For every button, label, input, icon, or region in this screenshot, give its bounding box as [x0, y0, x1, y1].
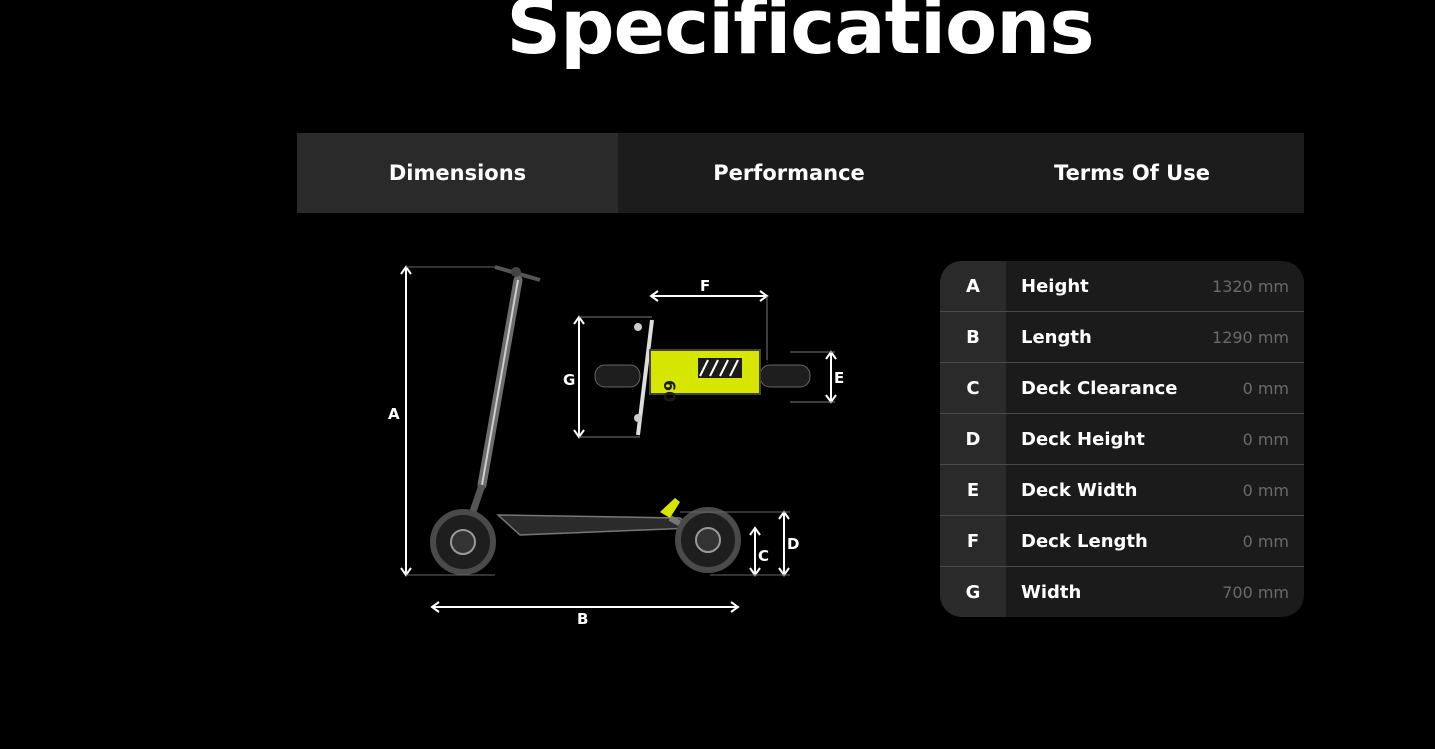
- spec-letter: A: [940, 261, 1006, 311]
- scooter-side-view: [430, 265, 741, 575]
- spec-letter: B: [940, 312, 1006, 362]
- dimension-label-e: E: [834, 369, 844, 387]
- tab-terms-of-use[interactable]: Terms Of Use: [1054, 161, 1210, 185]
- spec-table: A Height 1320 mm B Length 1290 mm C Deck…: [940, 261, 1304, 617]
- spec-value: 1320 mm: [1212, 276, 1289, 296]
- spec-name: Height: [1021, 275, 1089, 297]
- dimension-label-d: D: [787, 535, 799, 553]
- spec-letter: D: [940, 414, 1006, 464]
- spec-value: 700 mm: [1222, 582, 1289, 602]
- tab-dimensions[interactable]: Dimensions: [297, 133, 618, 213]
- spec-letter: E: [940, 465, 1006, 515]
- spec-row-deck-clearance: C Deck Clearance 0 mm: [940, 363, 1304, 414]
- deck-number: 60: [660, 380, 679, 402]
- dimension-label-g: G: [563, 371, 575, 389]
- spec-row-deck-length: F Deck Length 0 mm: [940, 516, 1304, 567]
- dimension-label-c: C: [758, 547, 769, 565]
- spec-row-deck-width: E Deck Width 0 mm: [940, 465, 1304, 516]
- spec-name: Length: [1021, 326, 1092, 348]
- spec-name: Deck Clearance: [1021, 377, 1178, 399]
- spec-letter: F: [940, 516, 1006, 566]
- spec-name: Deck Height: [1021, 428, 1145, 450]
- tab-performance[interactable]: Performance: [713, 161, 865, 185]
- spec-name: Width: [1021, 581, 1082, 603]
- spec-row-deck-height: D Deck Height 0 mm: [940, 414, 1304, 465]
- dimension-label-f: F: [700, 277, 710, 295]
- scooter-diagram-svg: 60: [388, 265, 844, 628]
- spec-row-height: A Height 1320 mm: [940, 261, 1304, 312]
- spec-value: 0 mm: [1242, 480, 1289, 500]
- spec-row-length: B Length 1290 mm: [940, 312, 1304, 363]
- dimension-label-b: B: [577, 610, 588, 628]
- spec-tabs: Dimensions Performance Terms Of Use: [297, 133, 1304, 213]
- spec-letter: C: [940, 363, 1006, 413]
- spec-name: Deck Length: [1021, 530, 1148, 552]
- page-title: Specifications: [506, 0, 1094, 71]
- spec-value: 0 mm: [1242, 429, 1289, 449]
- scooter-top-view: 60: [594, 319, 811, 436]
- dimension-lines: [400, 265, 837, 613]
- dimension-label-a: A: [388, 405, 400, 423]
- spec-name: Deck Width: [1021, 479, 1138, 501]
- spec-value: 1290 mm: [1212, 327, 1289, 347]
- spec-row-width: G Width 700 mm: [940, 567, 1304, 617]
- spec-letter: G: [940, 567, 1006, 617]
- spec-value: 0 mm: [1242, 531, 1289, 551]
- spec-value: 0 mm: [1242, 378, 1289, 398]
- scooter-dimension-diagram: 60: [380, 250, 860, 640]
